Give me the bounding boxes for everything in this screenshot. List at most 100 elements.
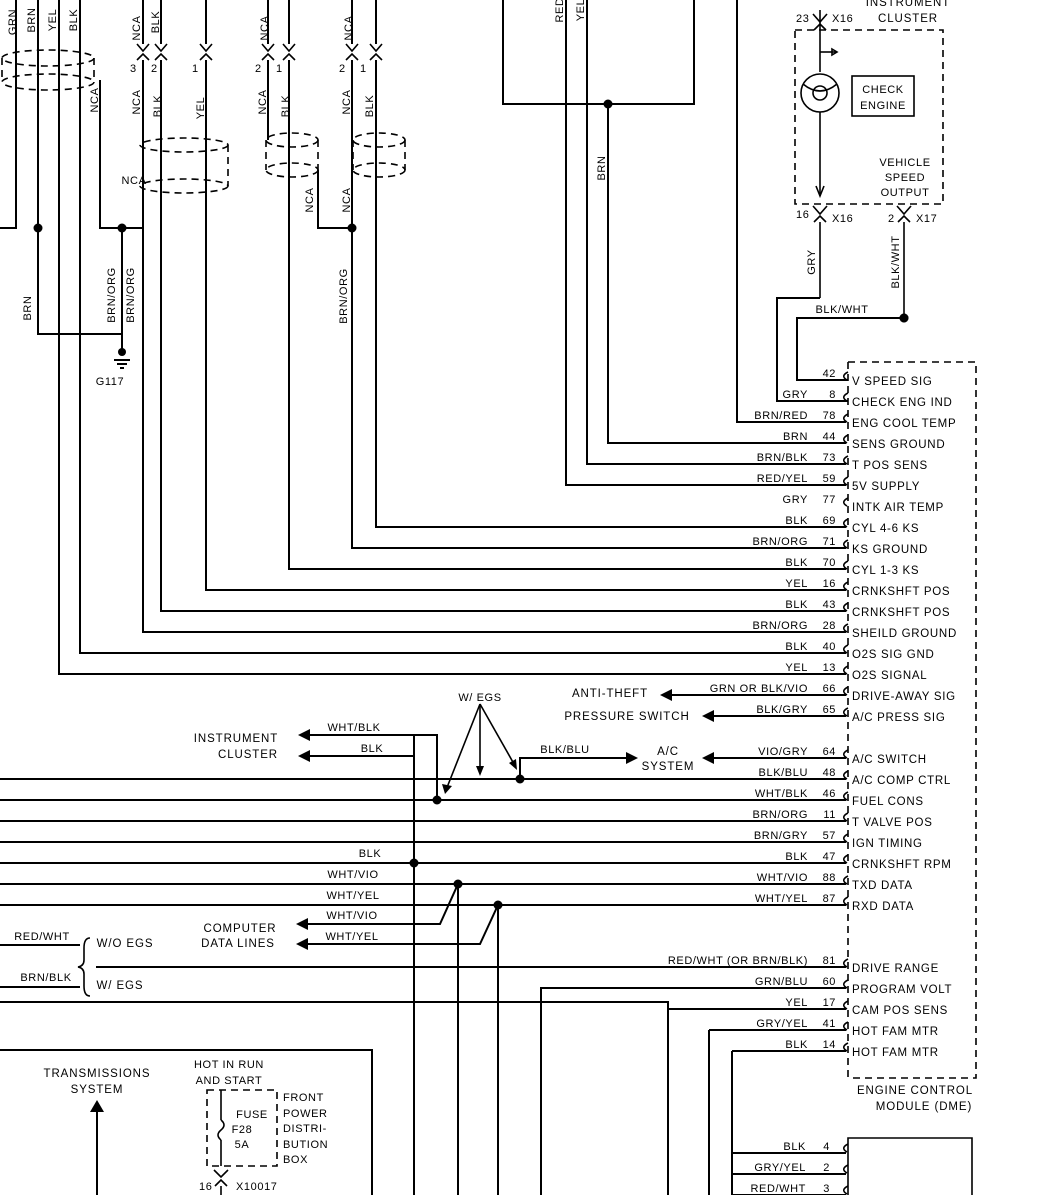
connector-chevrons [136,43,383,61]
wire-run [565,0,846,486]
check-engine-line1: CHECK [862,84,904,96]
ecm-wire-color: BRN/ORG [752,809,808,821]
ecm-pin-number: 81 [823,955,836,967]
connector-chevron [282,52,296,61]
wire-label-grn: GRN [7,9,19,35]
ecm-pin-signal: INTK AIR TEMP [852,502,944,514]
ecm-title-line1: ENGINE CONTROL [857,1085,973,1097]
up-arrow-icon [90,1100,104,1112]
ecm-pin-chevron [842,413,849,423]
ecm-pin-signal: CRNKSHFT POS [852,586,950,598]
shield-top-left [1,49,95,91]
bottom-pin-chevron [842,1143,849,1153]
bottom-section: TRANSMISSIONS SYSTEM HOT IN RUN AND STAR… [44,1059,973,1195]
wire-run [540,987,846,1195]
ground-label: G117 [96,376,125,388]
ecm-pin-number: 60 [823,976,836,988]
wire-label-nca-b2: NCA [257,89,269,114]
ecm-pin-number: 66 [823,683,836,695]
ecm-wire-color: RED/WHT (OR BRN/BLK) [668,955,808,967]
wire-label-red: RED [554,0,566,23]
right-arrow-icon [626,752,638,764]
connector-chevron [136,52,150,61]
wire-run [122,60,144,229]
ecm-pin-number: 16 [823,578,836,590]
wire-label-blk-callout: BLK [361,743,384,755]
ecm-wire-color: WHT/BLK [755,788,808,800]
connector-chevron [261,52,275,61]
ecm-wire-color: BLK [785,641,808,653]
wire-label-whtblk-callout: WHT/BLK [327,722,380,734]
ecm-pin-chevron [842,833,849,843]
ecm-pin-number: 57 [823,830,836,842]
ecm-pin-chevron [842,497,849,507]
wire-label-whtvio-left: WHT/VIO [327,869,378,881]
bottom-pin-chevron [842,1185,849,1195]
wire-run [375,60,846,528]
ecm-wire-color: BLK [785,1039,808,1051]
cluster-pin-16: 16 [796,209,809,221]
fuse-line1: FUSE [236,1109,268,1121]
junction-dot [453,879,463,889]
wire-label-nca-lower-b: NCA [304,187,316,212]
pin-1b: 1 [276,63,283,75]
ecm-pin-signal: IGN TIMING [852,838,923,850]
junction-dot [409,858,419,868]
wire-label-whtvio-arrow: WHT/VIO [326,910,377,922]
connector-chevron [199,43,213,53]
instrument-cluster-callout-line1: INSTRUMENT [194,733,278,745]
bottom-conn-name: X10017 [236,1181,278,1193]
ecm-pin-signal: PROGRAM VOLT [852,984,952,996]
ecm-wire-color: BRN/BLK [757,452,808,464]
ecm-pin-signal: TXD DATA [852,880,913,892]
connector-chevron [154,52,168,61]
ground-g117: BRN BRN/ORG BRN/ORG BRN/ORG G117 [22,267,350,388]
wire-run [351,60,846,549]
bottom-pin-wire: RED/WHT [750,1183,806,1195]
instrument-cluster-callout-line2: CLUSTER [218,749,278,761]
ecm-wire-color: RED/YEL [757,473,808,485]
ecm-wire-color: WHT/VIO [757,872,808,884]
ecm-wire-color: YEL [785,578,808,590]
wire-label-brn: BRN [26,7,38,32]
bottom-pin-wire: GRY/YEL [754,1162,806,1174]
ecm-pin-number: 17 [823,997,836,1009]
wire-run [288,60,846,570]
ecm-wire-color: BRN [783,431,808,443]
wire-run [502,0,695,105]
ecm-wire-color: BRN/RED [754,410,808,422]
w-egs-top-label: W/ EGS [458,692,501,704]
ecm-pin-signal: RXD DATA [852,901,914,913]
check-engine-label-box [851,75,915,117]
ecm-pin-signal: FUEL CONS [852,796,924,808]
ecm-wire-color: VIO/GRY [758,746,808,758]
wo-egs-label: W/O EGS [97,938,154,950]
wire-run [58,0,846,675]
vso-line3: OUTPUT [881,187,930,199]
pin-2a: 2 [151,63,158,75]
wire-label-brnorg-1: BRN/ORG [106,267,118,323]
ecm-wire-color: GRN OR BLK/VIO [710,683,808,695]
ecm-wire-color: WHT/YEL [755,893,808,905]
ecm-wire-color: YEL [785,662,808,674]
ecm-pin-signal: O2S SIGNAL [852,670,927,682]
wire-label-nca-c2: NCA [341,89,353,114]
ecm-title-line2: MODULE (DME) [876,1101,972,1113]
ecm-wire-color: GRN/BLU [755,976,808,988]
connector-chevron [345,52,359,61]
cluster-conn-x17: X17 [916,213,937,225]
junction-dot [347,223,357,233]
ecm-wire-color: GRY [783,389,809,401]
wire-label-blk: BLK [68,9,80,32]
wire-label-nca-lower-c: NCA [341,187,353,212]
computer-data-line2: DATA LINES [201,938,275,950]
left-arrow-icon [296,918,308,930]
wire-run [519,757,626,779]
wire-label-gry-vertical: GRY [806,249,818,275]
left-arrow-icon [296,938,308,950]
ecm-pin-number: 14 [823,1039,836,1051]
pin-1a: 1 [192,63,199,75]
ecm-module: ENGINE CONTROL MODULE (DME) 42V SPEED SI… [668,361,977,1113]
junction-dot [33,223,43,233]
wire-run [99,80,122,229]
